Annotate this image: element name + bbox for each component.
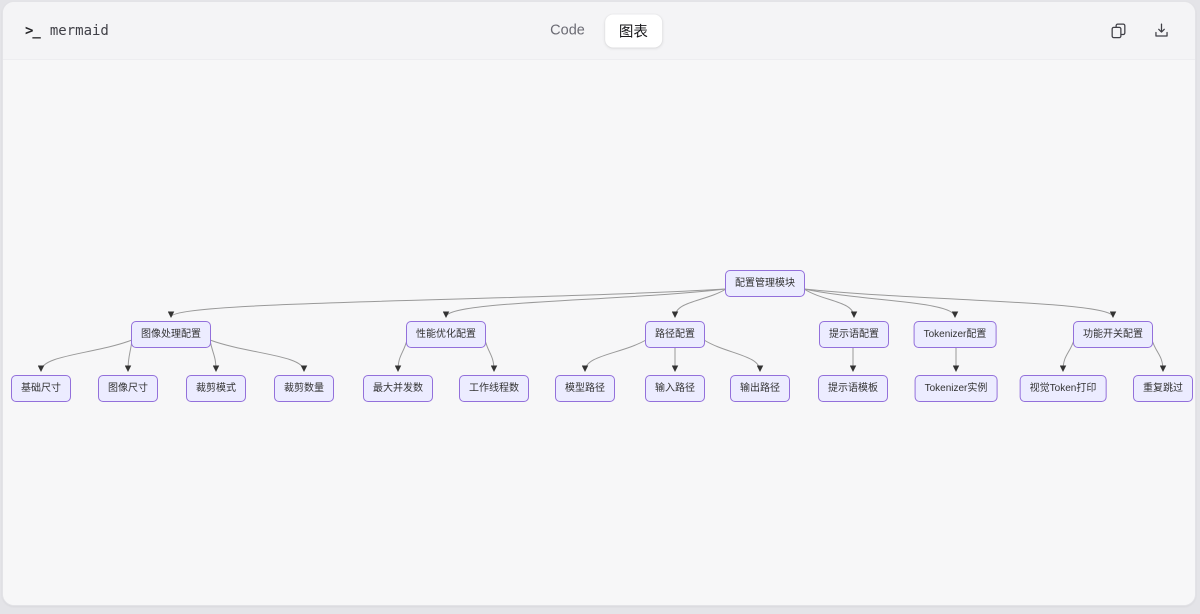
diagram-edge-root-perf <box>442 288 727 318</box>
diagram-node-model_path: 模型路径 <box>555 375 615 402</box>
diagram-node-output_path: 输出路径 <box>730 375 790 402</box>
header: >_ mermaid Code 图表 <box>3 2 1195 60</box>
copy-button[interactable] <box>1107 19 1130 42</box>
diagram-node-tokenizer_inst: Tokenizer实例 <box>914 375 998 402</box>
diagram-node-tok: Tokenizer配置 <box>913 321 997 348</box>
diagram-node-worker_threads: 工作线程数 <box>459 375 529 402</box>
header-left: >_ mermaid <box>25 23 109 39</box>
diagram-edge-root-prompt <box>803 288 858 318</box>
diagram-edge-img-crop_count <box>209 339 308 372</box>
diagram-node-img: 图像处理配置 <box>131 321 211 348</box>
diagram-node-img_size: 图像尺寸 <box>98 375 158 402</box>
diagram-edge-img-base_size <box>37 339 133 372</box>
diagram-canvas: 配置管理模块图像处理配置 性能优化配置 路径配置 提示语配置 Tokenizer配置 功能… <box>3 60 1195 605</box>
copy-icon <box>1111 23 1126 39</box>
diagram-node-crop_count: 裁剪数量 <box>274 375 334 402</box>
diagram-nodes: 配置管理模块图像处理配置 性能优化配置 路径配置 提示语配置 Tokenizer配置 功能… <box>3 60 1195 605</box>
diagram-node-vis_token_print: 视觉Token打印 <box>1019 375 1107 402</box>
diagram-node-prompt: 提示语配置 <box>819 321 889 348</box>
diagram-edge-root-path <box>671 288 727 318</box>
diagram-node-input_path: 输入路径 <box>645 375 705 402</box>
diagram-edge-path-output_path <box>703 339 764 372</box>
diagram-edge-feat-repeat_skip <box>1151 339 1167 372</box>
diagram-node-feat: 功能开关配置 <box>1073 321 1153 348</box>
diagram-node-repeat_skip: 重复跳过 <box>1133 375 1193 402</box>
diagram-edge-root-tok <box>803 288 959 318</box>
view-tabs: Code 图表 <box>536 14 662 47</box>
diagram-edge-root-feat <box>803 288 1117 318</box>
diagram-node-crop_mode: 裁剪模式 <box>186 375 246 402</box>
diagram-node-max_conc: 最大并发数 <box>363 375 433 402</box>
diagram-node-prompt_template: 提示语模板 <box>818 375 888 402</box>
diagram-node-perf: 性能优化配置 <box>406 321 486 348</box>
download-button[interactable] <box>1150 19 1173 42</box>
app-title: mermaid <box>49 22 109 39</box>
download-icon <box>1155 23 1168 37</box>
diagram-edge-root-img <box>167 288 727 318</box>
terminal-icon: >_ <box>25 22 41 39</box>
diagram-edge-path-model_path <box>581 339 647 372</box>
header-actions <box>1107 19 1173 42</box>
tab-code[interactable]: Code <box>550 22 585 39</box>
diagram-node-path: 路径配置 <box>645 321 705 348</box>
tab-diagram[interactable]: 图表 <box>604 14 662 47</box>
diagram-node-root: 配置管理模块 <box>725 270 805 297</box>
diagram-node-base_size: 基础尺寸 <box>11 375 71 402</box>
diagram-edge-feat-vis_token_print <box>1059 339 1075 372</box>
